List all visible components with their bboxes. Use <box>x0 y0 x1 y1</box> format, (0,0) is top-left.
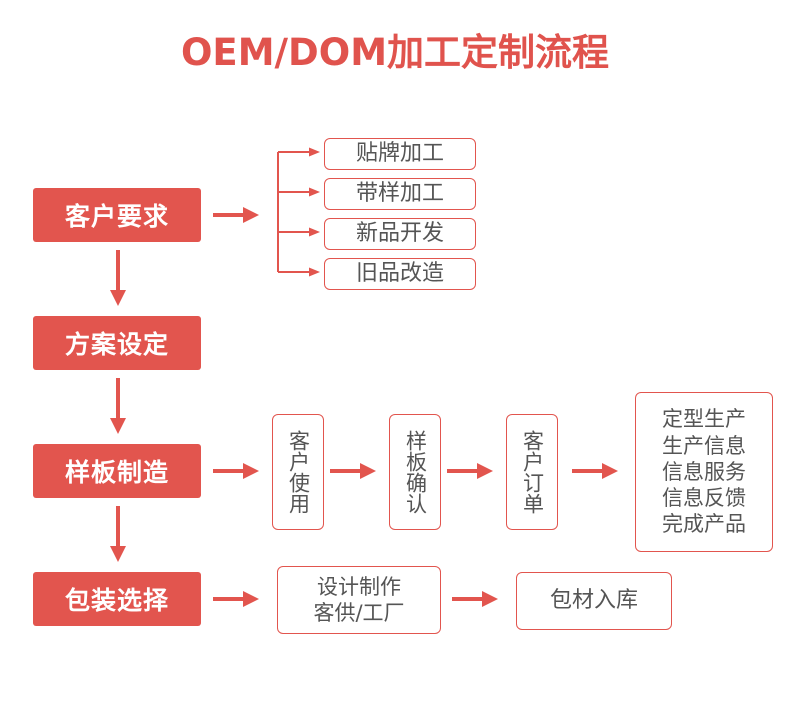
sample-flow-box-label: 客户订单 <box>520 430 545 514</box>
option-box-label: 旧品改造 <box>355 260 444 286</box>
arrow-right-icon <box>452 584 500 614</box>
branch-connector-icon <box>276 138 326 286</box>
arrow-right-icon <box>330 456 378 486</box>
option-box-label: 带样加工 <box>355 180 444 206</box>
sample-flow-box-label: 定型生产 生产信息 信息服务 信息反馈 完成产品 <box>662 407 746 537</box>
sample-flow-box-sample-confirm: 样板确认 <box>389 414 441 530</box>
arrow-down-icon <box>107 506 129 564</box>
step-block-label: 方案设定 <box>64 330 169 359</box>
option-box-old-product-remake: 旧品改造 <box>324 258 476 290</box>
sample-flow-box-label: 样板确认 <box>403 430 428 514</box>
option-box-label: 贴牌加工 <box>355 140 444 166</box>
package-flow-box-warehouse: 包材入库 <box>516 572 672 630</box>
arrow-right-icon <box>213 584 261 614</box>
step-block-label: 包装选择 <box>64 586 169 615</box>
sample-flow-box-customer-order: 客户订单 <box>506 414 558 530</box>
step-block-label: 样板制造 <box>64 458 169 487</box>
arrow-right-icon <box>572 456 620 486</box>
step-block-package-selection: 包装选择 <box>33 572 201 626</box>
page-title: OEM/DOM加工定制流程 <box>180 31 610 74</box>
arrow-down-icon <box>107 250 129 308</box>
option-box-label: 新品开发 <box>355 220 444 246</box>
package-flow-box-label: 包材入库 <box>549 587 638 613</box>
option-box-sample-processing: 带样加工 <box>324 178 476 210</box>
step-block-plan-setting: 方案设定 <box>33 316 201 370</box>
sample-flow-box-customer-use: 客户使用 <box>272 414 324 530</box>
sample-flow-box-production-info: 定型生产 生产信息 信息服务 信息反馈 完成产品 <box>635 392 773 552</box>
arrow-down-icon <box>107 378 129 436</box>
step-block-sample-manufacture: 样板制造 <box>33 444 201 498</box>
arrow-right-icon <box>447 456 495 486</box>
step-block-customer-requirement: 客户要求 <box>33 188 201 242</box>
option-box-oem: 贴牌加工 <box>324 138 476 170</box>
sample-flow-box-label: 客户使用 <box>286 430 311 514</box>
option-box-new-product: 新品开发 <box>324 218 476 250</box>
arrow-right-icon <box>213 200 261 230</box>
step-block-label: 客户要求 <box>64 202 169 231</box>
package-flow-box-design-production: 设计制作 客供/工厂 <box>277 566 441 634</box>
arrow-right-icon <box>213 456 261 486</box>
package-flow-box-label: 设计制作 客供/工厂 <box>313 574 405 625</box>
